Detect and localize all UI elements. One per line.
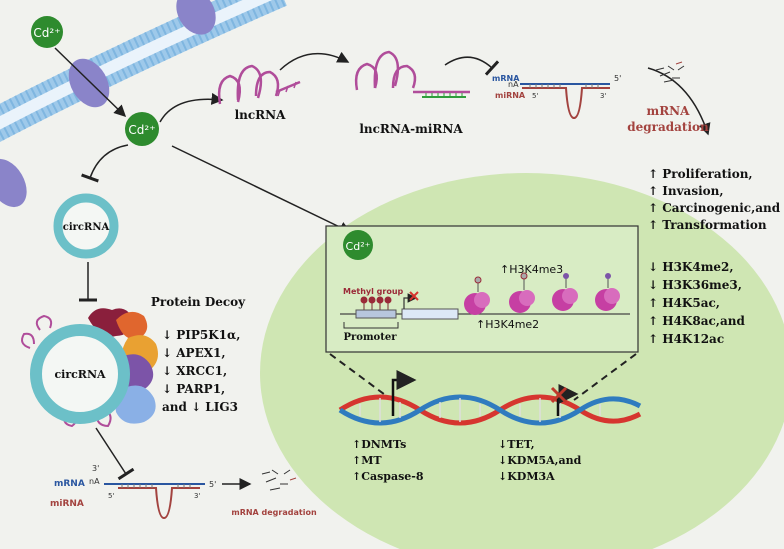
- histone-mark: ↑ H4K12ac: [648, 332, 724, 346]
- dna-left-item: ↑Caspase-8: [352, 470, 424, 483]
- effect-item: ↑ Carcinogenic,and: [648, 201, 781, 215]
- block-x-dna: [550, 386, 568, 404]
- chromatin-inset: [325, 225, 639, 353]
- five-top-label: 5': [614, 74, 621, 83]
- decoy-target: ↓ PIP5K1α,: [162, 328, 240, 342]
- mrna-fragments-top: [655, 61, 685, 83]
- duplex-bottom: [104, 483, 205, 520]
- inhibit-mrna-bottom: [95, 427, 135, 481]
- cd-ion-outside-label: Cd²⁺: [33, 26, 60, 40]
- tss-arrow-dna: [391, 370, 417, 416]
- five-b-top-label: 5': [532, 92, 538, 100]
- lncrna-mirna-label: lncRNA-miRNA: [359, 122, 463, 136]
- cd-ion-nucleus: [343, 230, 373, 260]
- degradation-bottom-label: mRNA degradation: [231, 508, 317, 517]
- mirna-bottom-label: miRNA: [50, 499, 84, 509]
- histone-mark: ↓ H3K4me2,: [648, 260, 734, 274]
- three-bottom-label: 3': [92, 464, 99, 473]
- duplex-top: [520, 83, 610, 120]
- dna-left-item: ↑DNMTs: [352, 438, 406, 451]
- membrane-channel: [0, 158, 27, 208]
- dna-helix: [338, 394, 642, 426]
- effect-item: ↑ Proliferation,: [648, 167, 753, 181]
- decoy-target: ↓ XRCC1,: [162, 364, 227, 378]
- cd-ion-inside: [125, 112, 159, 146]
- cd-ion-nucleus-label: Cd²⁺: [346, 240, 371, 253]
- nucleosomes: [464, 272, 620, 315]
- mrna-bottom-label: mRNA: [54, 479, 85, 489]
- three-b-bottom-label: 3': [194, 492, 200, 500]
- zoom-line-right: [573, 353, 637, 401]
- arrow-to-nucleus: [171, 145, 352, 233]
- three-b-top-label: 3': [600, 92, 606, 100]
- promoter-label: Promoter: [344, 332, 398, 343]
- five-b-bottom-label: 5': [108, 492, 114, 500]
- effect-item: ↑ Invasion,: [648, 184, 724, 198]
- gene-block: [401, 308, 459, 320]
- methyl-group-label: Methyl group: [343, 287, 404, 296]
- na-top-label: nA: [508, 80, 519, 89]
- dna-right-item: ↓TET,: [498, 438, 535, 451]
- decoy-target: ↓ APEX1,: [162, 346, 226, 360]
- decoy-target: ↓ PARP1,: [162, 382, 225, 396]
- five-bottom-label: 5': [209, 480, 216, 489]
- degradation-top-line1: mRNA: [647, 104, 691, 118]
- mirna-bonds: [425, 93, 463, 97]
- arrow-to-effects: [647, 67, 711, 136]
- arrow-lnc-to-complex: [279, 51, 350, 71]
- arrow-cd-entry: [54, 47, 127, 118]
- circrna-top-label: circRNA: [63, 222, 110, 233]
- lncrna-mirna-structure: [354, 50, 470, 94]
- inhibit-circrna: [81, 144, 129, 183]
- h3k4me2-label: ↑H3K4me2: [476, 318, 539, 331]
- degradation-top-line2: degradation: [627, 120, 709, 134]
- histone-mark: ↑ H4K8ac,and: [648, 314, 745, 328]
- mirna-top-label: miRNA: [495, 91, 526, 100]
- arrow-to-lncrna: [159, 92, 224, 123]
- lncrna-label: lncRNA: [235, 108, 287, 122]
- circrna-decoy: [30, 324, 130, 424]
- promoter-bracket: [343, 322, 399, 329]
- decoy-target: and ↓ LIG3: [162, 400, 238, 414]
- mrna-top-label: mRNA: [492, 74, 520, 83]
- dna-right-item: ↓KDM5A,and: [498, 454, 582, 467]
- effect-item: ↑ Transformation: [648, 218, 767, 232]
- zoom-line-left: [329, 353, 393, 401]
- protein-decoy-title: Protein Decoy: [151, 295, 246, 309]
- inhibit-mrna-top: [444, 56, 500, 76]
- promoter-block: [355, 309, 397, 319]
- h3k4me3-label: ↑H3K4me3: [500, 263, 563, 276]
- mrna-fragments-bottom: [261, 469, 297, 491]
- cd-ion-inside-label: Cd²⁺: [128, 123, 155, 137]
- circrna-decoy-label: circRNA: [54, 368, 106, 381]
- lncrna-structure: [217, 64, 301, 105]
- membrane-channel: [176, 0, 216, 35]
- dna-left-item: ↑MT: [352, 454, 382, 467]
- na-bottom-label: nA: [89, 477, 100, 486]
- block-x-inset: [409, 291, 419, 301]
- histone-mark: ↓ H3K36me3,: [648, 278, 742, 292]
- circrna-top: [53, 193, 119, 259]
- cd-ion-outside: [31, 16, 63, 48]
- histone-mark: ↑ H4K5ac,: [648, 296, 720, 310]
- dna-right-item: ↓KDM3A: [498, 470, 555, 483]
